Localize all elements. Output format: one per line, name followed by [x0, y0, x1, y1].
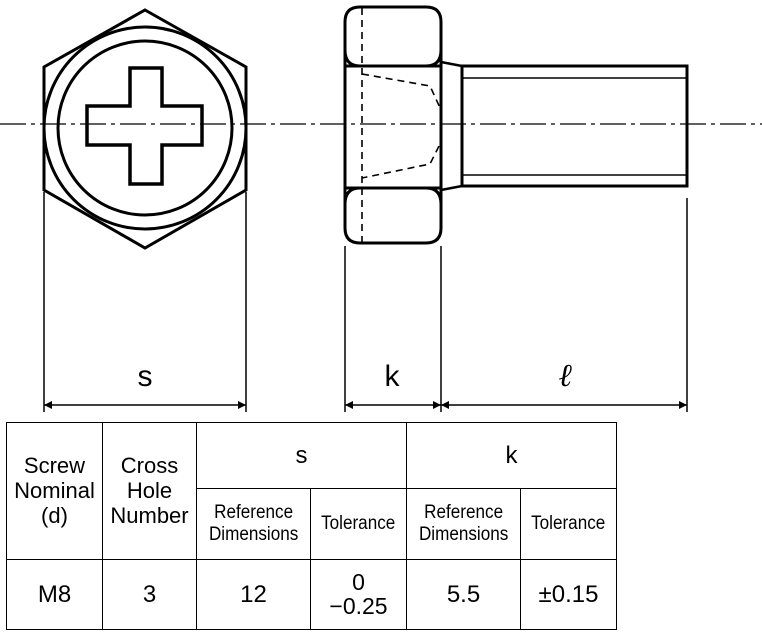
header-screw-nominal: Screw Nominal (d)	[6, 422, 103, 560]
washer-circle	[42, 25, 248, 231]
l-dimension-label: ℓ	[558, 357, 572, 393]
header-k: k	[406, 421, 617, 490]
header-k-tolerance: Tolerance	[520, 488, 617, 560]
screw-drawing: s k ℓ	[0, 5, 762, 412]
header-s: s	[196, 421, 407, 490]
cell-cross-hole-number: 3	[102, 558, 197, 631]
hidden-recess	[361, 73, 442, 179]
hex-head-outline	[343, 5, 443, 245]
cell-screw-nominal: M8	[6, 558, 103, 631]
shank	[460, 64, 689, 188]
front-view	[42, 8, 248, 250]
cell-k-tolerance: ±0.15	[520, 558, 617, 631]
cell-s-tolerance: 0 −0.25	[310, 558, 407, 631]
cell-s-reference: 12	[196, 558, 311, 631]
side-view	[343, 5, 689, 245]
hex-outline	[42, 8, 248, 250]
spec-table: Screw Nominal (d) Cross Hole Number s k …	[6, 421, 617, 631]
header-s-tolerance: Tolerance	[310, 488, 407, 560]
header-k-reference: Reference Dimensions	[406, 488, 521, 560]
head-circle	[56, 39, 234, 217]
s-dimension-label: s	[138, 360, 153, 393]
cell-k-reference: 5.5	[406, 558, 521, 631]
table-row: M8 3 12 0 −0.25 5.5 ±0.15	[6, 558, 617, 631]
header-cross-hole-number: Cross Hole Number	[102, 422, 197, 560]
k-dimension-label: k	[385, 360, 401, 393]
cross-recess	[85, 66, 204, 186]
header-s-reference: Reference Dimensions	[196, 488, 311, 560]
